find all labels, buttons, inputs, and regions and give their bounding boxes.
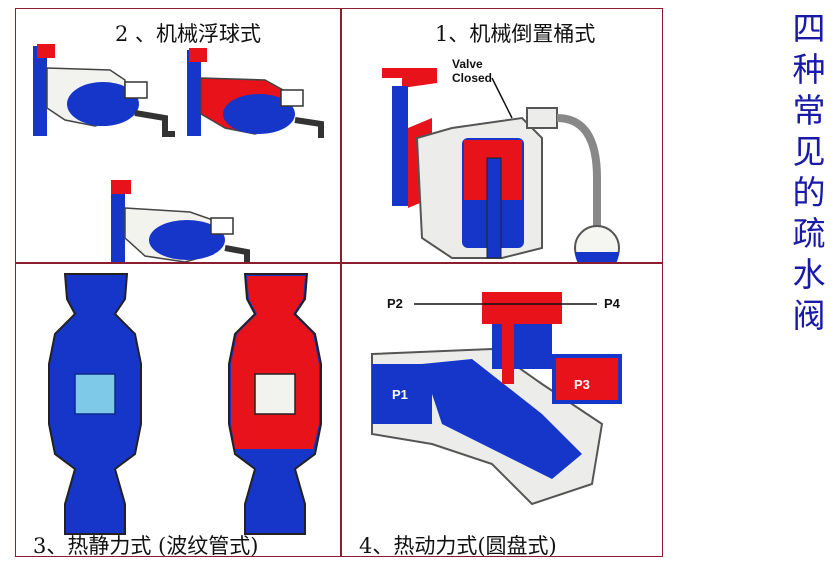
side-title-char: 水 [785,254,833,295]
side-title: 四 种 常 见 的 疏 水 阀 [785,8,833,336]
side-title-char: 常 [785,90,833,131]
float-trap-unit-b [187,48,321,138]
disc-trap-illustration: P1 P2 P3 P4 [342,264,661,557]
disc-label-p3: P3 [574,377,590,392]
thermostatic-trap-illustration [15,264,340,557]
disc-label-p4: P4 [604,296,621,311]
disc-trap-title: 4、热动力式(圆盘式) [359,530,557,560]
side-title-char: 的 [785,172,833,213]
bucket-annotation-line1: Valve [452,57,483,71]
thermostatic-trap-red [229,274,321,534]
side-title-char: 四 [785,8,833,49]
disc-label-p2: P2 [387,296,403,311]
bucket-trap-title: 1、机械倒置桶式 [435,18,595,48]
side-title-char: 种 [785,49,833,90]
disc-label-p1: P1 [392,387,408,402]
thermostatic-trap-title: 3、热静力式 (波纹管式) [33,530,258,560]
float-trap-unit-a [33,44,175,136]
thermostatic-trap-blue [49,274,141,534]
float-trap-unit-c [111,180,247,262]
diagram-grid: 2 、机械浮球式 Valve Closed 1、机械倒置桶式 3、热静力式 (波… [15,8,663,557]
bucket-annotation-line2: Closed [452,71,492,85]
side-title-char: 阀 [785,295,833,336]
side-title-char: 疏 [785,213,833,254]
float-trap-title: 2 、机械浮球式 [115,18,261,48]
side-title-char: 见 [785,131,833,172]
